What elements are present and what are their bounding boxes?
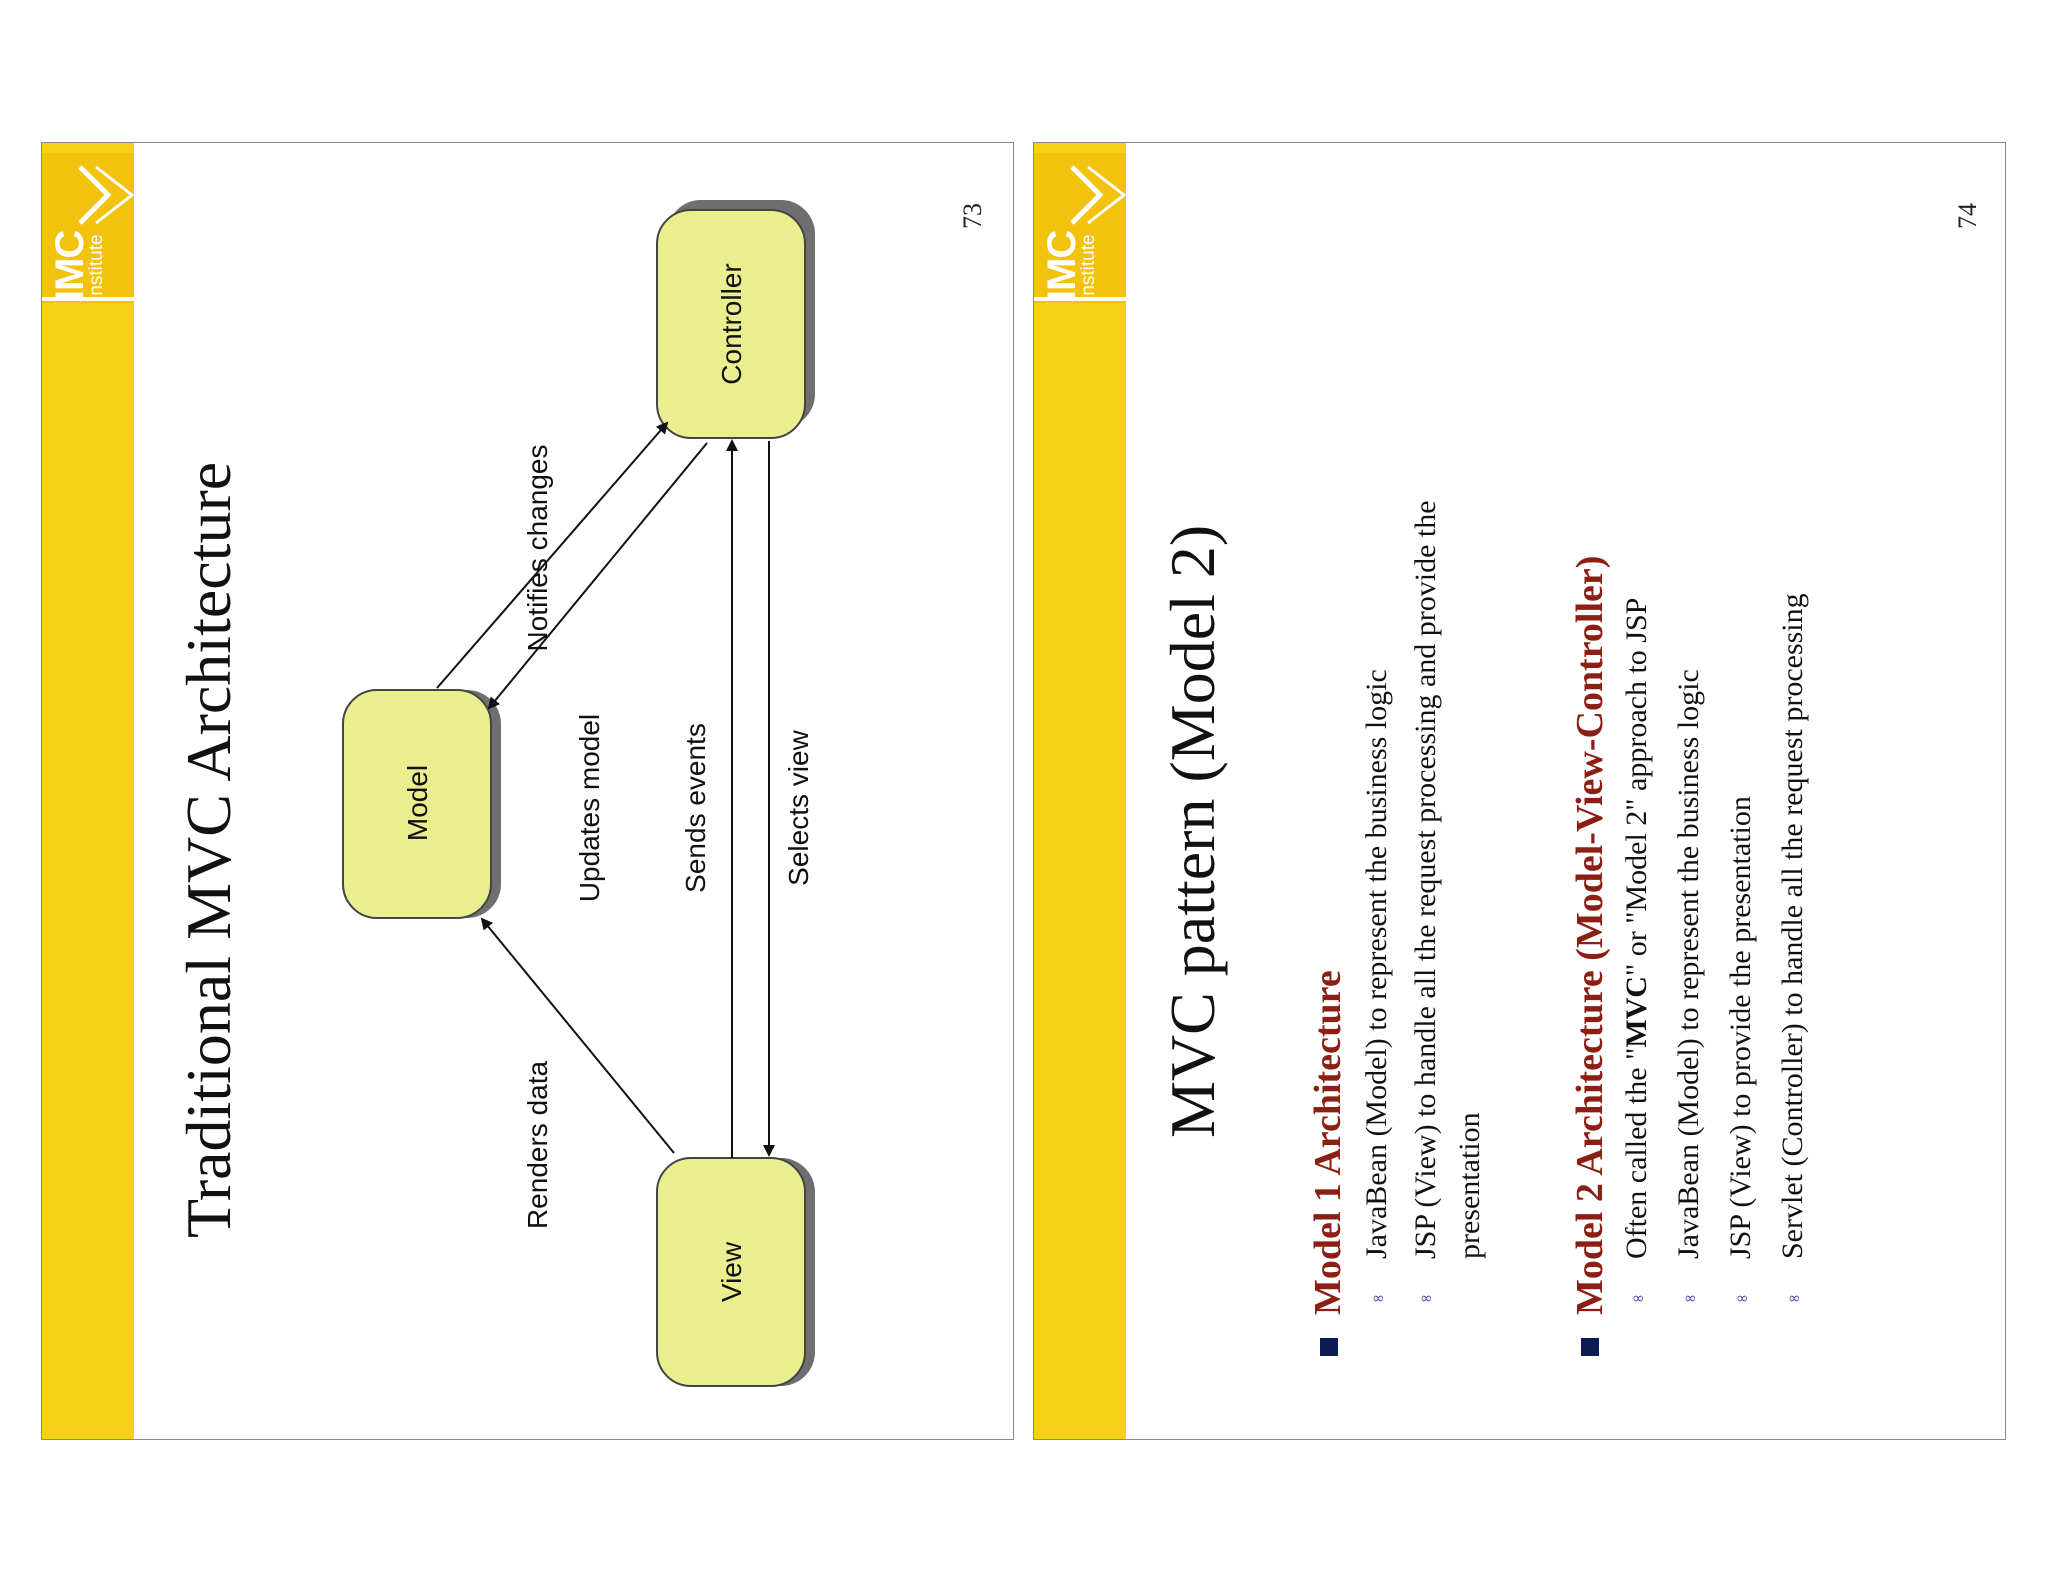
bullet-square <box>1320 1338 1338 1356</box>
controller-node-label: Controller <box>716 263 747 384</box>
renders-data-arrow <box>480 917 675 1154</box>
model-node <box>342 689 492 919</box>
section-heading-model1: Model 1 Architecture <box>1307 970 1349 1315</box>
list-item: JSP (View) to handle all the request pro… <box>1409 500 1442 1259</box>
logo-institute-text: Institute <box>1078 234 1099 301</box>
selects-view-label: Selects view <box>783 729 814 885</box>
list-item-continuation: presentation <box>1453 1112 1486 1259</box>
slide-73: IMC Institute Traditional MVC Architectu… <box>41 142 1014 1440</box>
list-item: Servlet (Controller) to handle all the r… <box>1776 593 1809 1259</box>
renders-data-label: Renders data <box>522 1061 553 1230</box>
imc-logo: IMC Institute <box>1034 153 1126 303</box>
sub-bullet-icon: ∞ <box>1684 1289 1697 1307</box>
sub-bullet-icon: ∞ <box>1788 1289 1801 1307</box>
logo-chevron-icon <box>78 165 134 225</box>
updates-model-arrow <box>487 442 708 710</box>
list-item: JavaBean (Model) to represent the busine… <box>1672 669 1705 1259</box>
bullet-square <box>1581 1338 1599 1356</box>
imc-logo: IMC Institute <box>42 153 134 303</box>
page-number: 74 <box>1953 203 1982 229</box>
section-heading-model2: Model 2 Architecture (Model-View-Control… <box>1569 555 1611 1315</box>
notifies-changes-arrow <box>436 421 669 689</box>
mvc-diagram: Model View Controller Notifies changes U… <box>342 200 815 1387</box>
slide-74: IMC Institute MVC pattern (Model 2) 74 M… <box>1033 142 2006 1440</box>
notifies-changes-label: Notifies changes <box>522 444 553 651</box>
yellow-band <box>1034 143 1126 1439</box>
sub-bullet-icon: ∞ <box>1372 1289 1385 1307</box>
sub-bullet-icon: ∞ <box>1736 1289 1749 1307</box>
list-item: JSP (View) to provide the presentation <box>1724 796 1757 1259</box>
sends-events-label: Sends events <box>680 723 711 893</box>
sub-bullet-icon: ∞ <box>1632 1289 1645 1307</box>
logo-separator <box>1034 297 1126 301</box>
list-item: JavaBean (Model) to represent the busine… <box>1360 669 1393 1259</box>
slide-title: MVC pattern (Model 2) <box>1157 524 1228 1138</box>
list-item: Often called the "MVC" or "Model 2" appr… <box>1620 597 1653 1259</box>
logo-chevron-icon <box>1070 165 1126 225</box>
logo-separator <box>42 297 134 301</box>
model-node-label: Model <box>402 765 433 841</box>
yellow-band <box>42 143 134 1439</box>
view-node-label: View <box>716 1241 747 1302</box>
sub-bullet-icon: ∞ <box>1420 1289 1433 1307</box>
updates-model-label: Updates model <box>574 714 605 902</box>
controller-node <box>656 209 806 439</box>
